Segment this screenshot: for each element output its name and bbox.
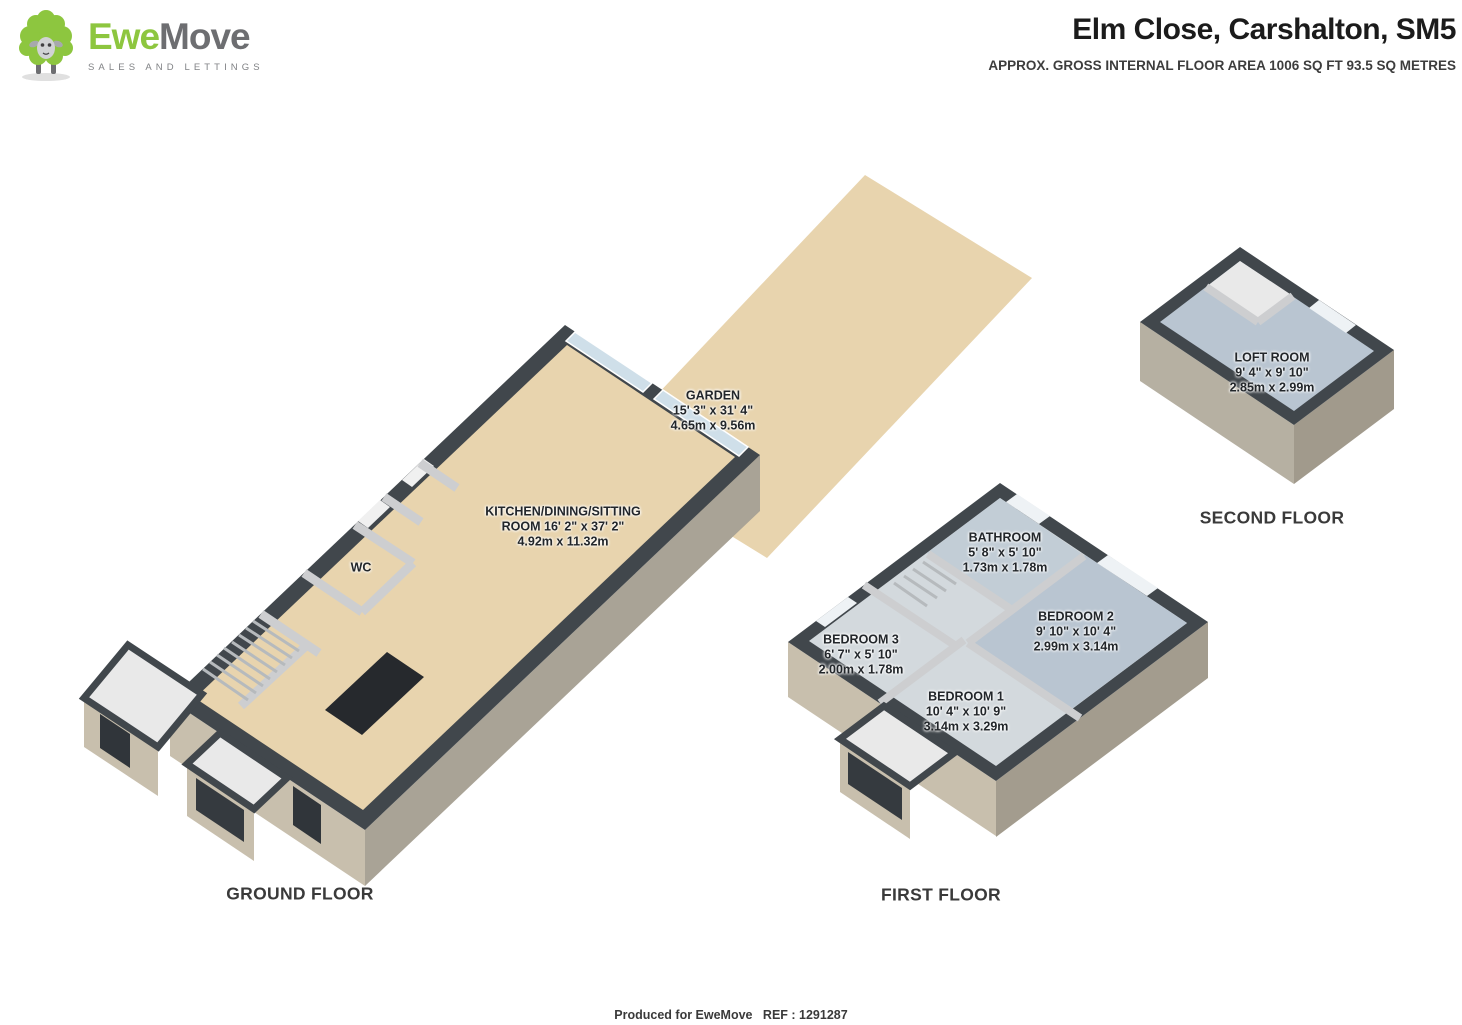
room-label-loft: LOFT ROOM 9' 4" x 9' 10" 2.85m x 2.99m	[1230, 351, 1315, 396]
annex-door-glazing	[100, 714, 130, 768]
bedroom2-floor	[968, 555, 1187, 711]
bedroom2-window	[1097, 555, 1158, 596]
room-name: BEDROOM 2	[1038, 609, 1114, 624]
room-name: LOFT ROOM	[1234, 350, 1310, 365]
room-dims-metric: 4.92m x 11.32m	[517, 534, 609, 549]
room-label-bedroom3: BEDROOM 3 6' 7" x 5' 10" 2.00m x 1.78m	[819, 633, 904, 678]
room-dims-imperial: 9' 4" x 9' 10"	[1235, 365, 1309, 380]
loft-landing	[1206, 261, 1293, 322]
room-dims-metric: 1.73m x 1.78m	[962, 560, 1048, 575]
floor-area-subtitle: APPROX. GROSS INTERNAL FLOOR AREA 1006 S…	[988, 58, 1456, 73]
window-slot	[358, 500, 390, 528]
room-dims-imperial: 15' 3" x 31' 4"	[672, 403, 754, 418]
room-dims-metric: 2.85m x 2.99m	[1229, 380, 1315, 395]
patio-glass-pane-1	[564, 331, 654, 393]
sheep-icon	[19, 10, 73, 81]
floor-title-ground: GROUND FLOOR	[226, 883, 374, 904]
first-stairs	[893, 560, 957, 608]
room-name: BEDROOM 3	[823, 632, 899, 647]
brand-move: Move	[159, 16, 251, 57]
kitchen-island	[325, 652, 424, 735]
floor-title-first: FIRST FLOOR	[881, 884, 1001, 905]
room-label-kitchen: KITCHEN/DINING/SITTING ROOM 16' 2" x 37'…	[466, 505, 661, 550]
first-floor-plan	[788, 483, 1208, 839]
first-wall-face-right	[996, 622, 1208, 837]
room-dims-imperial: 5' 8" x 5' 10"	[968, 545, 1042, 560]
loft-wall-face-left	[1140, 322, 1294, 484]
footer-credit: Produced for EweMove REF : 1291287	[614, 1008, 848, 1022]
ground-stairs	[202, 619, 300, 702]
brand-tagline: SALES AND LETTINGS	[88, 62, 264, 73]
ground-bay-glazing	[196, 778, 244, 842]
first-bay-glazing	[848, 752, 902, 820]
bedroom3-window	[816, 597, 857, 627]
loft-partition-walls	[1203, 283, 1296, 326]
front-door-glazing	[293, 786, 321, 844]
room-dims-metric: 4.65m x 9.56m	[670, 418, 756, 433]
room-label-bathroom: BATHROOM 5' 8" x 5' 10" 1.73m x 1.78m	[963, 531, 1048, 576]
ewemove-logo: EweMove SALES AND LETTINGS	[14, 6, 264, 82]
ground-floor-surface	[195, 345, 735, 810]
patio-glass-pane-2	[652, 389, 750, 457]
page-title: Elm Close, Carshalton, SM5	[1072, 13, 1456, 46]
loft-window	[1309, 300, 1356, 333]
room-dims-metric: 3.14m x 3.29m	[923, 719, 1009, 734]
room-label-bedroom1: BEDROOM 1 10' 4" x 10' 9" 3.14m x 3.29m	[924, 690, 1009, 735]
ground-floor-plan	[78, 175, 1032, 886]
first-partition-walls	[861, 550, 1087, 722]
room-name: KITCHEN/DINING/SITTING ROOM	[485, 504, 641, 534]
brand-ewe: Ewe	[88, 16, 160, 57]
room-name: GARDEN	[685, 388, 741, 403]
floor-title-second: SECOND FLOOR	[1199, 507, 1345, 528]
loft-wall-face-right	[1294, 350, 1394, 484]
room-dims-imperial: 6' 7" x 5' 10"	[824, 647, 898, 662]
logo-text: EweMove SALES AND LETTINGS	[88, 6, 264, 73]
room-name: WC	[350, 560, 372, 575]
ground-wall-face-right	[365, 455, 760, 886]
ground-bay-window	[181, 728, 293, 814]
room-name: BATHROOM	[968, 530, 1042, 545]
loft-floor-surface	[1160, 261, 1374, 411]
title-block: Elm Close, Carshalton, SM5 APPROX. GROSS…	[988, 13, 1456, 73]
first-bay-window	[833, 701, 961, 791]
brand-wordmark: EweMove	[88, 18, 264, 55]
room-dims-imperial: 16' 2" x 37' 2"	[544, 519, 625, 534]
room-label-wc: WC	[351, 561, 372, 576]
room-label-garden: GARDEN 15' 3" x 31' 4" 4.65m x 9.56m	[671, 389, 756, 434]
bathroom-window	[1006, 494, 1050, 524]
room-dims-imperial: 9' 10" x 10' 4"	[1035, 624, 1117, 639]
room-dims-metric: 2.99m x 3.14m	[1033, 639, 1119, 654]
room-label-bedroom2: BEDROOM 2 9' 10" x 10' 4" 2.99m x 3.14m	[1034, 610, 1119, 655]
second-floor-plan	[1140, 247, 1394, 484]
annex	[78, 640, 208, 752]
room-dims-metric: 2.00m x 1.78m	[818, 662, 904, 677]
ground-partition-walls	[237, 459, 460, 710]
room-dims-imperial: 10' 4" x 10' 9"	[925, 704, 1007, 719]
room-name: BEDROOM 1	[928, 689, 1004, 704]
